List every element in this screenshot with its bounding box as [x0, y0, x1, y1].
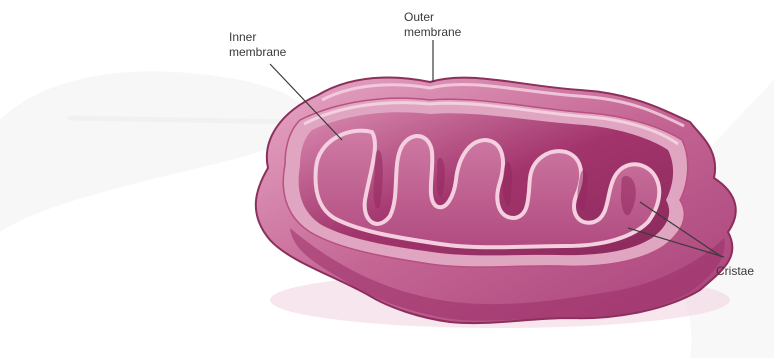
outer-membrane-label: Outer membrane	[404, 10, 461, 40]
cristae-label: Cristae	[716, 264, 754, 279]
inner-membrane-label: Inner membrane	[229, 30, 286, 60]
